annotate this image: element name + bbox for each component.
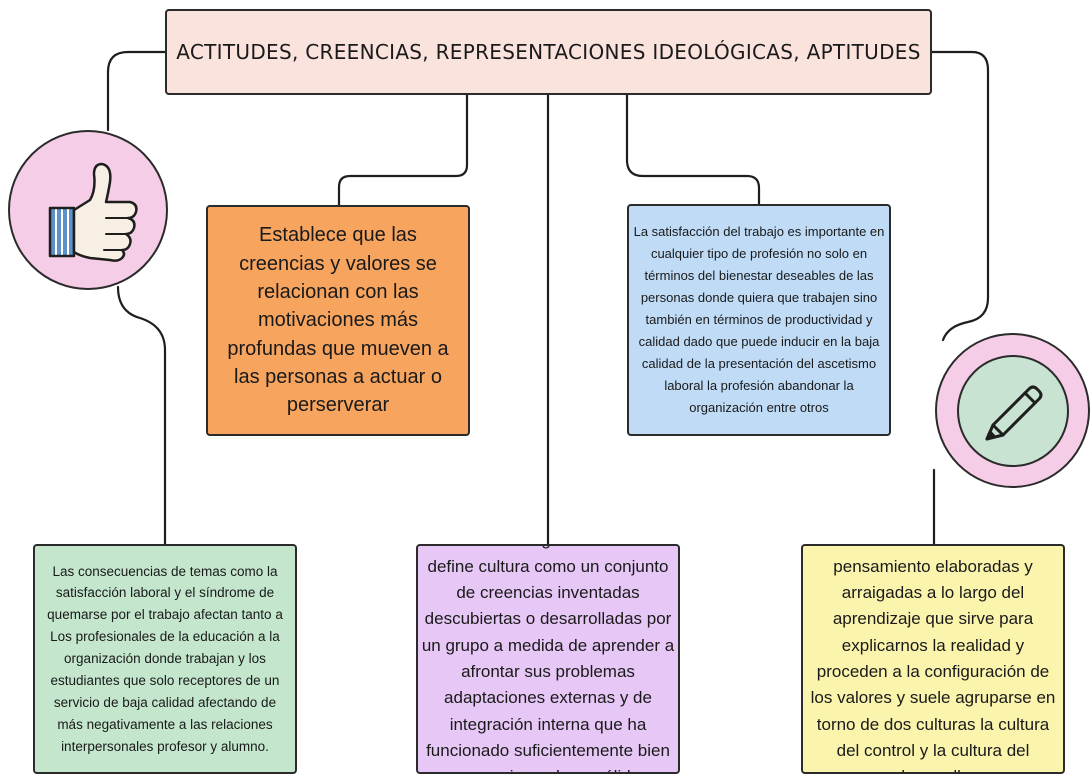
pencil-badge <box>956 354 1069 467</box>
box-green-consecuencias: Las consecuencias de temas como la satis… <box>33 544 297 774</box>
box-purple-text: El contexto organizacional se define cul… <box>421 546 675 772</box>
pencil-circle <box>935 333 1090 488</box>
connector-title-to-thumb <box>106 50 167 132</box>
connector-title-to-orange <box>337 93 469 207</box>
connector-title-right <box>930 50 990 342</box>
box-green-text: Las consecuencias de temas como la satis… <box>47 563 283 754</box>
thumb-circle <box>8 130 168 290</box>
box-blue-text: La satisfacción del trabajo es important… <box>633 223 885 416</box>
box-yellow-creencias: Las creencias son estructuras de pensami… <box>801 544 1065 774</box>
diagram-title: ACTITUDES, CREENCIAS, REPRESENTACIONES I… <box>176 39 921 64</box>
connector-thumb-to-green <box>116 285 167 546</box>
title-box: ACTITUDES, CREENCIAS, REPRESENTACIONES I… <box>165 9 932 95</box>
box-orange-motivaciones: Establece que las creencias y valores se… <box>206 205 470 436</box>
thumbs-up-icon <box>48 162 138 262</box>
box-purple-contexto: El contexto organizacional se define cul… <box>416 544 680 774</box>
pencil-icon <box>985 385 1042 440</box>
box-orange-text: Establece que las creencias y valores se… <box>227 224 449 417</box>
connector-title-to-blue <box>625 93 761 206</box>
box-yellow-text: Las creencias son estructuras de pensami… <box>808 546 1057 772</box>
box-blue-satisfaccion: La satisfacción del trabajo es important… <box>627 204 891 436</box>
